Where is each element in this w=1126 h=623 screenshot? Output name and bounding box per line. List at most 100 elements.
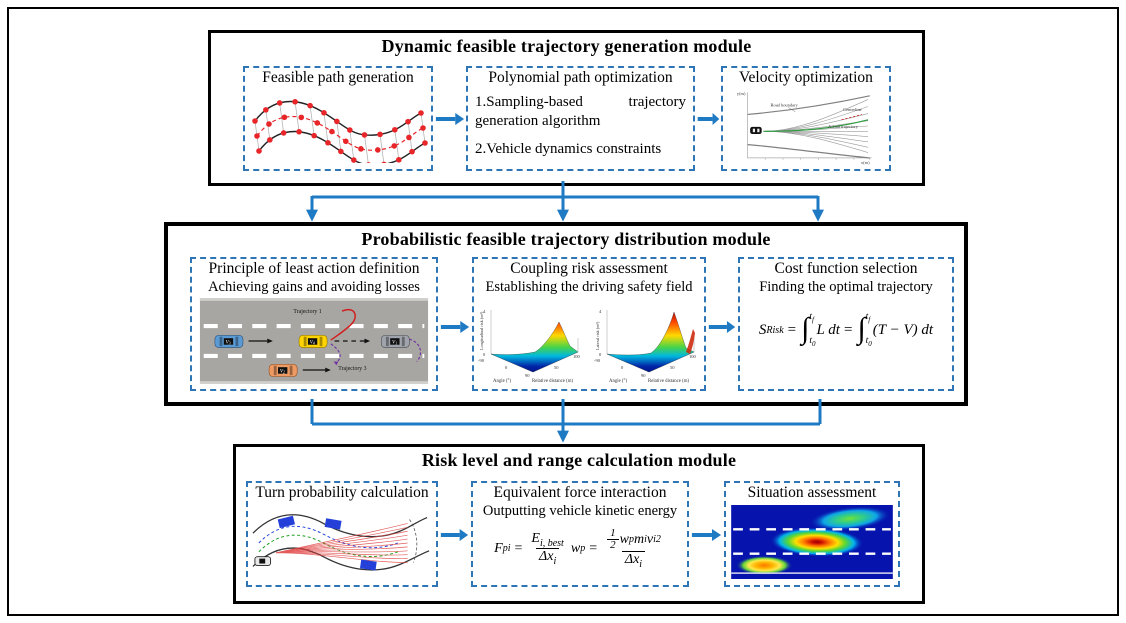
heat-blob-center xyxy=(770,527,864,557)
svg-text:0: 0 xyxy=(483,352,486,357)
orange-vehicle-arrow xyxy=(302,367,331,373)
feasible-path-illustration xyxy=(252,98,428,163)
road-upper-boundary xyxy=(252,514,428,538)
z-axis-label: Longitudinal risk (m²) xyxy=(479,311,484,350)
blue-dashed-path xyxy=(258,525,398,549)
box-situation-assessment: Situation assessment xyxy=(724,481,900,587)
trajectory-1-label: Trajectory 1 xyxy=(293,309,321,315)
svg-text:-90: -90 xyxy=(594,358,601,363)
module-1-title: Dynamic feasible trajectory generation m… xyxy=(381,36,752,56)
surface-plot-lateral: 4 0 -90 0 90 50 100 Lateral risk (m²) An… xyxy=(594,309,697,384)
svg-text:V3: V3 xyxy=(226,340,231,346)
svg-text:0: 0 xyxy=(505,365,508,370)
svg-text:50: 50 xyxy=(554,365,559,370)
box-coupling-risk-assessment: Coupling risk assessment Establishing th… xyxy=(472,257,706,391)
centerline-label: Centerline xyxy=(843,107,861,112)
module-probabilistic-distribution: Probabilistic feasible trajectory distri… xyxy=(164,222,968,406)
list-item: 2.Vehicle dynamics constraints xyxy=(475,140,662,157)
z-axis-label: Lateral risk (m²) xyxy=(595,321,600,350)
trajectory-3-label: Trajectory 3 xyxy=(338,366,366,372)
lane-markings xyxy=(203,323,425,359)
ego-vehicle-icon xyxy=(254,556,272,566)
x-axis-label: x(m) xyxy=(861,160,870,165)
actual-trajectory-label: Actual trajectory xyxy=(828,124,859,129)
svg-text:-90: -90 xyxy=(478,358,485,363)
svg-text:100: 100 xyxy=(573,354,581,359)
road-boundary-label: Road boundary xyxy=(771,103,799,108)
turn-probability-illustration xyxy=(252,514,430,571)
situation-heatmap xyxy=(731,505,893,579)
vehicle-blue: V3 xyxy=(214,335,244,348)
other-vehicles xyxy=(277,515,377,571)
svg-text:50: 50 xyxy=(670,365,675,370)
risk-surface xyxy=(606,311,695,373)
box-polynomial-path-optimization: Polynomial path optimization 1.Sampling-… xyxy=(466,66,695,171)
module-dynamic-trajectory-generation: Dynamic feasible trajectory generation m… xyxy=(208,30,925,186)
box-equivalent-force: Equivalent force interaction Outputting … xyxy=(471,481,689,587)
svg-text:4: 4 xyxy=(483,309,486,314)
optimization-items: 1.Sampling-based trajectory generation a… xyxy=(468,87,693,158)
heat-blob-top-right xyxy=(809,506,891,532)
road-boundary-lower xyxy=(747,144,870,159)
svg-text:90: 90 xyxy=(641,373,646,378)
green-dashed-path xyxy=(258,534,398,557)
box-subtitle: Finding the optimal trajectory xyxy=(759,279,933,295)
box-title: Turn probability calculation xyxy=(255,484,429,501)
vehicle-orange: V2 xyxy=(268,364,298,377)
box-title: Cost function selection xyxy=(774,260,918,277)
arrow-boxD-to-boxE xyxy=(440,529,469,541)
road-boundary-leader xyxy=(788,107,796,113)
distance-axis-label: Relative distance (m) xyxy=(532,379,573,384)
risk-surface xyxy=(490,321,579,373)
angle-axis-label: Angle (°) xyxy=(609,379,627,384)
box-title: Velocity optimization xyxy=(739,69,873,86)
trajectory-3-curve xyxy=(330,343,341,364)
svg-text:V1: V1 xyxy=(392,340,397,346)
arrow-boxA-to-boxB xyxy=(440,321,470,333)
edge-ridge xyxy=(686,329,695,354)
box-title: Polynomial path optimization xyxy=(488,69,673,86)
svg-text:0: 0 xyxy=(621,365,624,370)
box-title: Feasible path generation xyxy=(262,69,414,86)
gray-vehicle-trajectory xyxy=(409,338,422,362)
box-title: Principle of least action definition xyxy=(208,260,420,277)
svg-text:V4: V4 xyxy=(310,340,315,346)
box-subtitle: Outputting vehicle kinetic energy xyxy=(482,503,678,519)
vehicle-gray: V1 xyxy=(381,335,410,348)
vehicle-yellow: V4 xyxy=(298,335,328,348)
box-principle-least-action: Principle of least action definition Ach… xyxy=(190,257,438,391)
lower-boundary-path xyxy=(258,130,426,163)
arrow-box2-to-box3 xyxy=(697,113,720,125)
trajectory-fan xyxy=(276,523,408,563)
actual-trajectory-line xyxy=(763,119,869,132)
road-lower-boundary xyxy=(252,547,430,571)
svg-text:90: 90 xyxy=(525,373,530,378)
module-3-title: Risk level and range calculation module xyxy=(421,450,737,470)
svg-text:4: 4 xyxy=(599,309,602,314)
velocity-plot: y(m) x(m) Road boundary Centerline Actua… xyxy=(737,91,872,165)
svg-text:0: 0 xyxy=(599,352,602,357)
module-2-title: Probabilistic feasible trajectory distri… xyxy=(361,229,771,249)
box-velocity-optimization: Velocity optimization y(m) x(m) xyxy=(721,66,891,171)
upper-boundary-path xyxy=(254,100,422,136)
road-boundary-upper xyxy=(747,95,870,116)
y-axis-label: y(m) xyxy=(737,91,746,96)
road-scene: V3 V4 V1 xyxy=(199,298,429,384)
box-cost-function-selection: Cost function selection Finding the opti… xyxy=(738,257,954,391)
arrow-boxB-to-boxC xyxy=(708,321,736,333)
sampling-arc xyxy=(409,519,418,563)
arrow-box1-to-box2 xyxy=(435,113,465,125)
arrow-boxE-to-boxF xyxy=(691,529,722,541)
box-turn-probability: Turn probability calculation xyxy=(246,481,438,587)
angle-axis-label: Angle (°) xyxy=(493,379,511,384)
box-feasible-path-generation: Feasible path generation xyxy=(243,66,433,171)
trajectory-1-curve xyxy=(330,308,356,341)
ego-vehicle-icon xyxy=(750,126,762,134)
surface-plot-longitudinal: 4 0 -90 0 90 50 100 Longitudinal risk (m… xyxy=(478,309,581,384)
list-item: 1.Sampling-based trajectory generation a… xyxy=(475,94,686,129)
box-subtitle: Establishing the driving safety field xyxy=(485,279,693,295)
box-title: Situation assessment xyxy=(747,484,877,501)
